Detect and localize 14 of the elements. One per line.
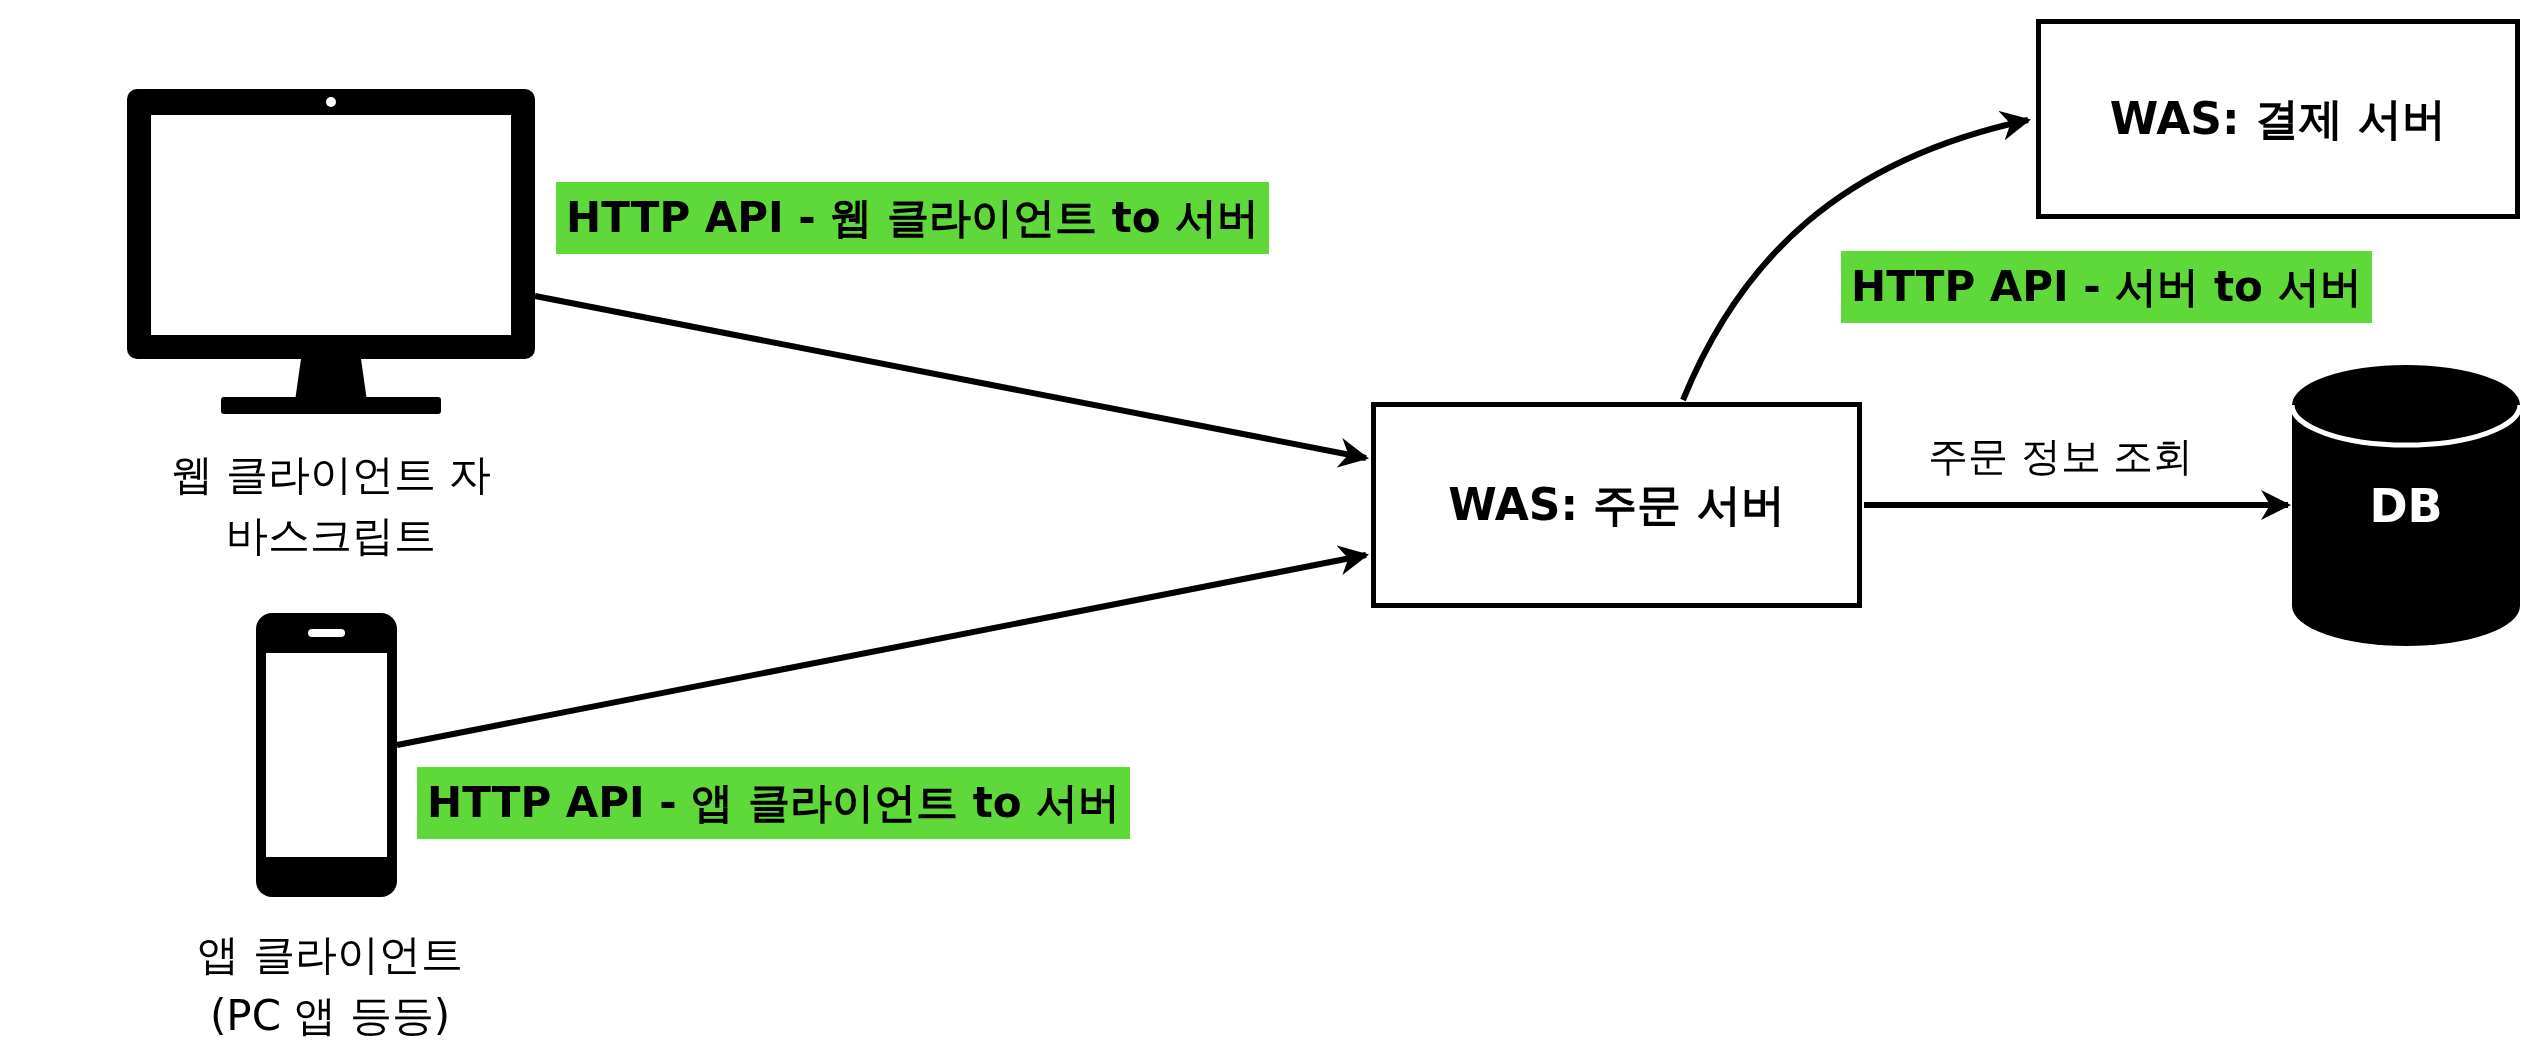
arrow: [396, 545, 1369, 748]
edge-label: HTTP API - 서버 to 서버: [1841, 251, 2372, 323]
device-caption: 앱 클라이언트 (PC 앱 등등): [196, 929, 464, 1042]
server-box: WAS: 결제 서버: [2036, 19, 2520, 219]
arrow: [1864, 490, 2291, 520]
server-box: WAS: 주문 서버: [1371, 402, 1862, 608]
edge-label: HTTP API - 웹 클라이언트 to 서버: [556, 182, 1270, 254]
monitor-drawing: [127, 89, 535, 414]
arrow: [534, 293, 1369, 468]
smartphone-drawing: [256, 613, 397, 897]
device-caption: 웹 클라이언트 자바스크립트: [169, 449, 493, 562]
arrow: [1680, 111, 2031, 402]
edge-label: HTTP API - 앱 클라이언트 to 서버: [417, 767, 1131, 839]
database-cylinder: DB: [2292, 365, 2520, 646]
